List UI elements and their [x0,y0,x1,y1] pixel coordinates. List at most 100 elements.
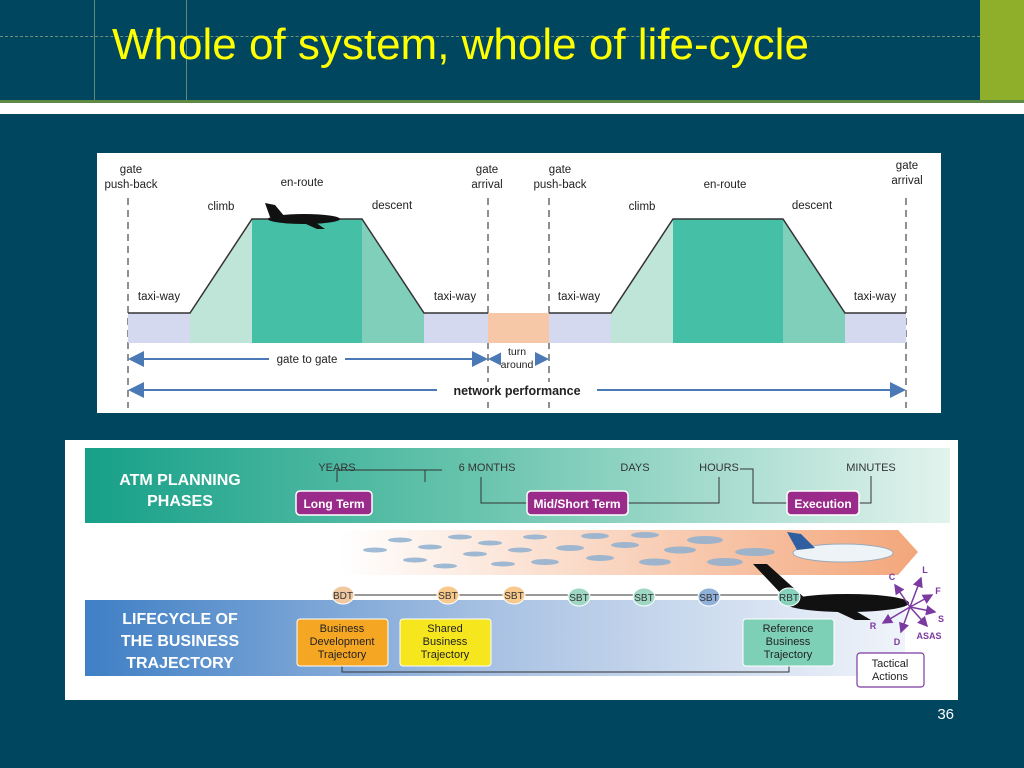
label-arrival: arrival [891,175,922,187]
node-sbt: SBT [502,585,526,605]
turnaround-segment [488,313,549,343]
flight-phase-panel: gate push-back gate arrival gate push-ba… [97,153,941,413]
node-rbt: RBT [777,587,801,607]
label-taxiway: taxi-way [854,291,896,303]
label-gate-to-gate: gate to gate [277,354,338,366]
node-sbt: SBT [632,587,656,607]
decor-dashed-line [0,36,980,38]
time-label: 6 MONTHS [459,462,516,474]
business-development-trajectory-box: Business Development Trajectory [296,618,389,667]
svg-text:SBT: SBT [699,593,718,604]
time-label: HOURS [699,462,739,474]
label-network-performance: network performance [453,384,580,398]
tactical-actions-box: Tactical Actions [856,652,925,688]
node-sbt: SBT [697,587,721,607]
label-taxiway: taxi-way [434,291,476,303]
direction-letter: C [889,572,896,582]
planning-title: PHASES [147,493,213,510]
title-separator-accent [0,100,1024,103]
direction-letter: R [870,621,877,631]
label-taxiway: taxi-way [558,291,600,303]
airplane-icon [265,203,340,229]
label-enroute: en-route [281,177,324,189]
decor-vline [186,0,187,100]
decor-vline [94,0,95,100]
label-gate: gate [549,164,571,176]
phase-mid-short-term: Mid/Short Term [526,490,629,516]
flight-phase-diagram: gate push-back gate arrival gate push-ba… [104,160,923,408]
taxi-segment [128,313,190,343]
label-pushback: push-back [104,179,157,191]
atm-planning-panel: ATM PLANNING PHASES YEARS 6 MONTHS DAYS … [65,440,958,700]
direction-letter: L [922,565,928,575]
svg-text:SBT: SBT [569,593,588,604]
slide-title: Whole of system, whole of life-cycle [112,20,809,69]
svg-text:Trajectory: Trajectory [764,649,813,661]
taxi-segment [424,313,488,343]
svg-text:Actions: Actions [872,671,909,683]
svg-text:Execution: Execution [794,497,851,511]
title-separator [0,100,1024,114]
shared-business-trajectory-box: Shared Business Trajectory [399,618,492,667]
svg-text:BDT: BDT [333,591,353,602]
lifecycle-title: TRAJECTORY [126,655,234,672]
large-aircraft-icon [787,532,894,563]
direction-letter: F [935,586,941,596]
svg-text:Trajectory: Trajectory [318,649,367,661]
taxi-segment [549,313,611,343]
svg-text:Business: Business [320,623,365,635]
svg-text:Business: Business [423,636,468,648]
climb-segment [190,219,252,343]
label-descent: descent [792,200,833,212]
direction-letter: ASAS [916,631,941,641]
page-number: 36 [937,706,954,723]
time-label: DAYS [620,462,649,474]
svg-text:Tactical: Tactical [872,658,909,670]
aircraft-formation-icon [363,532,775,569]
svg-text:Shared: Shared [427,623,462,635]
label-arrival: arrival [471,179,502,191]
label-gate: gate [120,164,142,176]
taxi-segment [845,313,906,343]
descent-segment [783,219,845,343]
label-taxiway: taxi-way [138,291,180,303]
svg-text:Reference: Reference [763,623,814,635]
direction-letter: D [894,637,901,647]
label-pushback: push-back [533,179,586,191]
phase-long-term: Long Term [295,490,373,516]
svg-text:Development: Development [310,636,375,648]
title-bar [0,0,980,100]
label-around: around [501,359,534,371]
planning-title: ATM PLANNING [119,472,240,489]
label-descent: descent [372,200,413,212]
svg-text:SBT: SBT [504,591,523,602]
svg-text:SBT: SBT [634,593,653,604]
svg-text:Long Term: Long Term [303,497,364,511]
lifecycle-title: LIFECYCLE OF [122,611,238,628]
descent-segment [362,219,424,343]
phase-execution: Execution [786,490,860,516]
label-climb: climb [208,201,235,213]
direction-arrows-icon [881,576,937,634]
label-climb: climb [629,201,656,213]
node-sbt: SBT [436,585,460,605]
time-label: MINUTES [846,462,896,474]
svg-text:SBT: SBT [438,591,457,602]
enroute-segment [252,219,362,343]
label-gate: gate [896,160,918,172]
accent-block [980,0,1024,100]
atm-planning-diagram: ATM PLANNING PHASES YEARS 6 MONTHS DAYS … [85,448,950,688]
lifecycle-title: THE BUSINESS [121,633,240,650]
node-bdt: BDT [331,585,355,605]
label-enroute: en-route [704,179,747,191]
enroute-segment [673,219,783,343]
direction-letter: S [938,614,944,624]
climb-segment [611,219,673,343]
svg-text:Trajectory: Trajectory [421,649,470,661]
svg-text:Business: Business [766,636,811,648]
label-gate: gate [476,164,498,176]
svg-text:Mid/Short Term: Mid/Short Term [533,497,620,511]
reference-business-trajectory-box: Reference Business Trajectory [742,618,835,667]
time-label: YEARS [318,462,355,474]
svg-text:RBT: RBT [779,593,799,604]
